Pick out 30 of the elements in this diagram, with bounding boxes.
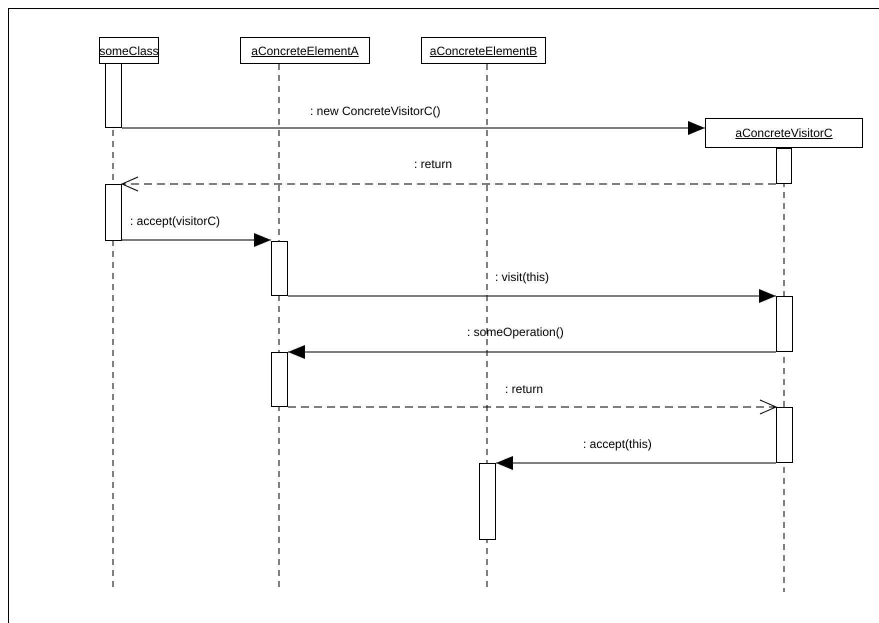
message-arrow xyxy=(122,176,776,192)
object-name: someClass xyxy=(99,44,159,58)
object-name: aConcreteElementB xyxy=(430,44,538,58)
message-arrow xyxy=(288,345,776,359)
message-arrow xyxy=(288,289,776,303)
message-label: : accept(this) xyxy=(583,437,652,451)
activation-bar xyxy=(105,184,122,241)
object-box xyxy=(705,118,863,148)
activation-bar xyxy=(271,241,288,296)
message-label: : accept(visitorC) xyxy=(130,214,220,228)
activation-bar xyxy=(776,296,793,352)
message-arrow xyxy=(288,400,776,414)
activation-bar xyxy=(479,463,496,540)
message-label: : return xyxy=(505,382,544,396)
message-label: : visit(this) xyxy=(495,270,549,284)
message-arrow xyxy=(122,121,706,135)
object-box xyxy=(240,37,370,64)
object-name: aConcreteElementA xyxy=(251,44,359,58)
message-label: : new ConcreteVisitorC() xyxy=(310,104,440,118)
message-arrow xyxy=(122,233,272,247)
message-label: : someOperation() xyxy=(467,325,564,339)
activation-bar xyxy=(776,148,792,184)
activation-bar xyxy=(105,63,122,128)
object-box xyxy=(99,37,159,64)
object-box xyxy=(421,37,546,64)
message-label: : return xyxy=(414,157,452,171)
message-arrow xyxy=(496,456,776,470)
object-name: aConcreteVisitorC xyxy=(735,126,833,140)
activation-bar xyxy=(271,352,288,407)
activation-bar xyxy=(776,407,793,463)
